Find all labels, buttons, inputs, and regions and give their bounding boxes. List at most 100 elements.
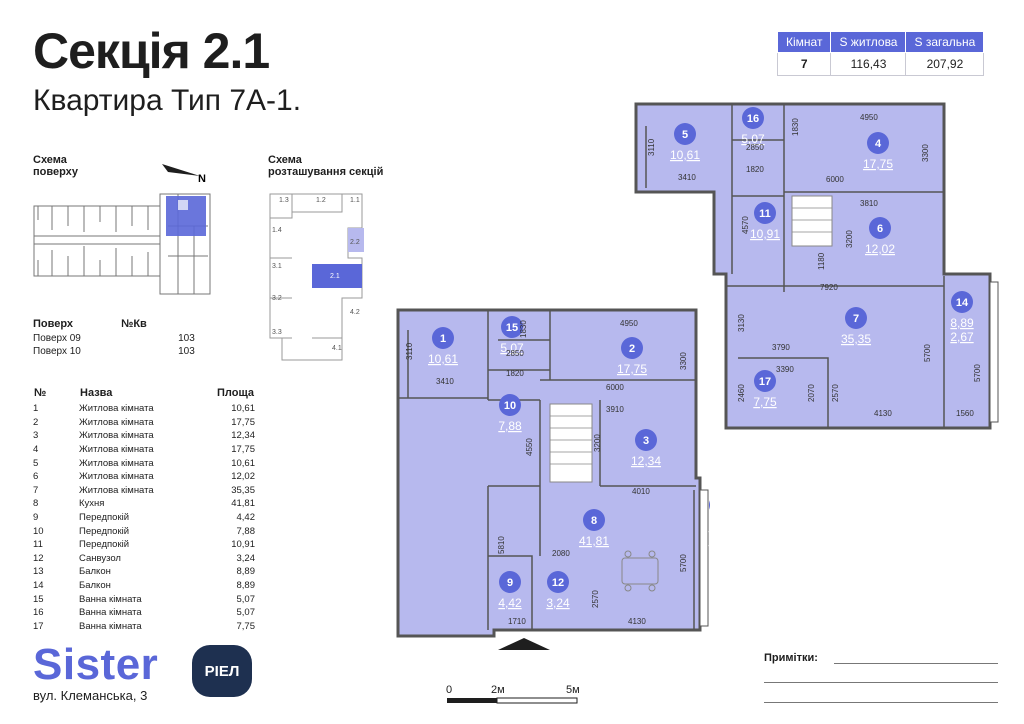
dimension-label: 4950	[860, 113, 878, 122]
dimension-label: 6000	[606, 383, 624, 392]
scale-label-5m: 5м	[566, 684, 580, 696]
dimension-label: 3790	[772, 343, 790, 352]
dimension-label: 4550	[525, 438, 534, 456]
room-area: 35,35	[841, 332, 871, 346]
summary-header-total-area: S загальна	[905, 31, 985, 53]
room-marker-10: 107,88	[498, 394, 522, 433]
dimension-label: 4950	[620, 319, 638, 328]
room-area: 3,24	[546, 596, 570, 610]
dimension-label: 3130	[737, 314, 746, 332]
table-row: Поверх 10 103	[33, 345, 195, 358]
room-area-secondary: 2,67	[708, 533, 710, 547]
section-label-4-2: 4.2	[350, 309, 360, 316]
dimension-label: 5810	[497, 536, 506, 554]
room-number: 16	[747, 113, 759, 125]
room-area: 12,02	[231, 471, 255, 483]
room-name: Передпокій	[79, 539, 130, 551]
dimension-label: 4570	[741, 216, 750, 234]
section-scheme-label: Схема розташування секцій	[268, 154, 384, 178]
room-area: 10,61	[670, 148, 700, 162]
room-area: 12,34	[231, 430, 255, 442]
floors-table: Поверх №Кв Поверх 09 103 Поверх 10 103	[33, 318, 195, 358]
room-area: 8,89	[236, 580, 256, 592]
room-area: 7,88	[236, 525, 256, 537]
floor-scheme-map	[33, 193, 211, 295]
brand-logo: Sister	[33, 640, 159, 689]
room-area: 35,35	[231, 484, 255, 496]
rooms-header-area: Площа	[216, 387, 254, 399]
dimension-label: 3110	[647, 138, 656, 156]
dimension-label: 3200	[845, 230, 854, 248]
room-area: 5,07	[500, 341, 524, 355]
room-name: Ванна кімната	[79, 620, 142, 632]
section-label-2-1: 2.1	[330, 273, 340, 280]
room-area: 5,07	[741, 132, 765, 146]
room-name: Житлова кімната	[79, 471, 154, 483]
room-marker-2: 217,75	[617, 337, 647, 376]
notes-line[interactable]	[764, 682, 998, 683]
room-name: Житлова кімната	[79, 430, 154, 442]
dimension-label: 5700	[679, 554, 688, 572]
dimension-label: 2850	[746, 143, 764, 152]
room-marker-14: 148,892,67	[950, 291, 974, 344]
room-marker-13: 138,892,67	[708, 500, 710, 547]
floor-name: Поверх 10	[33, 346, 81, 357]
room-name: Житлова кімната	[79, 403, 154, 415]
notes-line[interactable]	[764, 702, 998, 703]
notes-line[interactable]	[834, 663, 998, 664]
section-label-1-3: 1.3	[279, 197, 289, 204]
room-name: Передпокій	[79, 525, 130, 537]
room-name: Ванна кімната	[79, 607, 142, 619]
room-number: 9	[507, 577, 513, 589]
dimension-label: 4130	[628, 617, 646, 626]
section-label-2-2: 2.2	[350, 239, 360, 246]
room-number: 11	[759, 208, 771, 220]
dimension-label: 1830	[791, 118, 800, 136]
room-marker-7: 735,35	[841, 307, 871, 346]
room-number: 1	[440, 333, 446, 345]
room-name: Житлова кімната	[79, 416, 154, 428]
section-label-1-2: 1.2	[316, 197, 326, 204]
floors-header-floor: Поверх	[33, 318, 74, 330]
scale-label-0: 0	[446, 684, 453, 696]
summary-total-area-value: 207,92	[905, 52, 985, 76]
room-area: 8,89	[236, 566, 256, 578]
dimension-label: 2570	[591, 590, 600, 608]
dimension-label: 3300	[679, 352, 688, 370]
dimension-label: 3200	[593, 434, 602, 452]
dimension-label: 4130	[874, 409, 892, 418]
room-num: 16	[33, 607, 44, 619]
page-title: Секція 2.1	[33, 23, 270, 79]
section-label-3-2: 3.2	[272, 295, 282, 302]
room-area: 12,02	[865, 242, 895, 256]
room-num: 7	[33, 484, 39, 496]
summary-rooms-value: 7	[776, 52, 832, 76]
section-label-1-4: 1.4	[272, 227, 282, 234]
room-area: 8,89	[950, 316, 974, 330]
room-num: 17	[33, 620, 44, 632]
room-number: 4	[875, 138, 882, 150]
dimension-label: 2570	[831, 384, 840, 402]
room-area: 17,75	[231, 416, 255, 428]
summary-living-area-value: 116,43	[830, 52, 907, 76]
room-area: 4,42	[498, 596, 522, 610]
room-num: 15	[33, 593, 44, 605]
dimension-label: 2850	[506, 349, 524, 358]
room-area: 41,81	[579, 534, 609, 548]
apartment-number: 103	[178, 346, 195, 357]
dimension-label: 3810	[860, 199, 878, 208]
room-number: 2	[629, 343, 635, 355]
notes-label: Примітки:	[764, 652, 818, 664]
room-name: Передпокій	[79, 512, 130, 524]
room-area-secondary: 2,67	[950, 330, 974, 344]
